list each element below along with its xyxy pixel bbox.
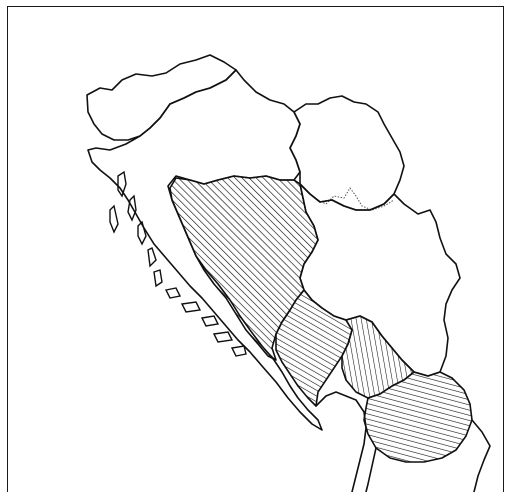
region-macedonia bbox=[363, 371, 473, 463]
greece-border bbox=[365, 447, 377, 492]
bulgaria-border bbox=[471, 419, 491, 492]
albania-border bbox=[315, 391, 367, 492]
islands bbox=[109, 170, 247, 357]
river-line bbox=[317, 187, 395, 211]
region-slovenia bbox=[86, 54, 237, 141]
